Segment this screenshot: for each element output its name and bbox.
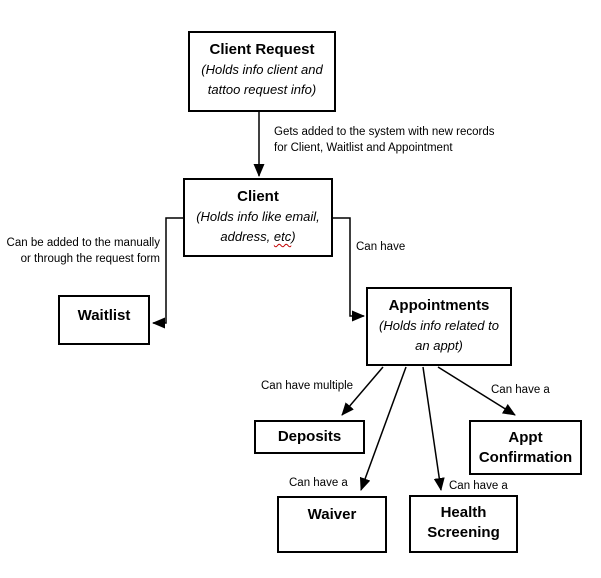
edge-label-appointments-to-health: Can have a	[449, 480, 508, 492]
node-waiver: Waiver	[277, 496, 387, 553]
node-appointments: Appointments (Holds info related to an a…	[366, 287, 512, 366]
edge-appointments-to-confirmation	[437, 366, 516, 416]
node-client: Client (Holds info like email, address, …	[183, 178, 333, 257]
edge-appointments-to-waiver	[359, 366, 407, 491]
edge-label-appointments-to-deposits: Can have multiple	[261, 380, 354, 392]
edge-label-appointments-to-waiver: Can have a	[289, 477, 348, 489]
node-client-request-title: Client Request	[209, 41, 315, 58]
node-waitlist: Waitlist	[58, 295, 150, 345]
subtitle-line: (Holds info related to	[379, 318, 499, 334]
node-appointments-subtitle: (Holds info related to an appt)	[368, 316, 510, 355]
node-waiver-title: Waiver	[307, 506, 357, 523]
node-client-request-subtitle: (Holds info client and tattoo request in…	[190, 60, 334, 99]
subtitle-line: (Holds info client and	[201, 62, 323, 78]
edge-label-client-to-appointments: Can have	[356, 241, 406, 253]
node-appointments-title: Appointments	[388, 297, 490, 314]
edge-client-to-appointments	[332, 217, 365, 322]
node-deposits: Deposits	[254, 420, 365, 454]
subtitle-text: address,	[220, 228, 274, 244]
edge-label-line: or through the request form	[20, 252, 160, 265]
node-waitlist-title: Waitlist	[77, 307, 131, 324]
edge-label-line: Gets added to the system with new record…	[274, 126, 495, 138]
node-appt-confirmation: Appt Confirmation	[469, 420, 582, 475]
edge-label-appointments-to-confirmation: Can have a	[491, 384, 550, 396]
node-client-request: Client Request (Holds info client and ta…	[188, 31, 336, 112]
edge-client-to-waitlist	[152, 217, 183, 329]
edge-label-line: for Client, Waitlist and Appointment	[274, 141, 453, 154]
edge-label-line: Can be added to the manually	[6, 237, 160, 249]
subtitle-line: tattoo request info)	[207, 81, 317, 97]
node-health-screening-title: Health Screening	[427, 504, 500, 542]
node-appt-confirmation-title: Appt Confirmation	[478, 429, 573, 467]
edge-label-client-to-waitlist: Can be added to the manually or through …	[7, 236, 160, 268]
node-health-screening: Health Screening	[409, 495, 518, 553]
spellcheck-flagged-word: etc	[273, 228, 292, 244]
edge-appointments-to-health	[422, 366, 445, 491]
node-deposits-title: Deposits	[277, 428, 342, 445]
subtitle-line: an appt)	[415, 337, 463, 353]
edge-appointments-to-deposits	[341, 366, 384, 416]
subtitle-line: address, etc)	[185, 227, 331, 247]
subtitle-line: (Holds info like email,	[196, 209, 320, 225]
node-client-title: Client	[237, 188, 279, 205]
edge-label-request-to-client: Gets added to the system with new record…	[274, 125, 495, 157]
node-client-subtitle: (Holds info like email, address, etc)	[185, 207, 331, 246]
subtitle-text: )	[291, 228, 296, 244]
